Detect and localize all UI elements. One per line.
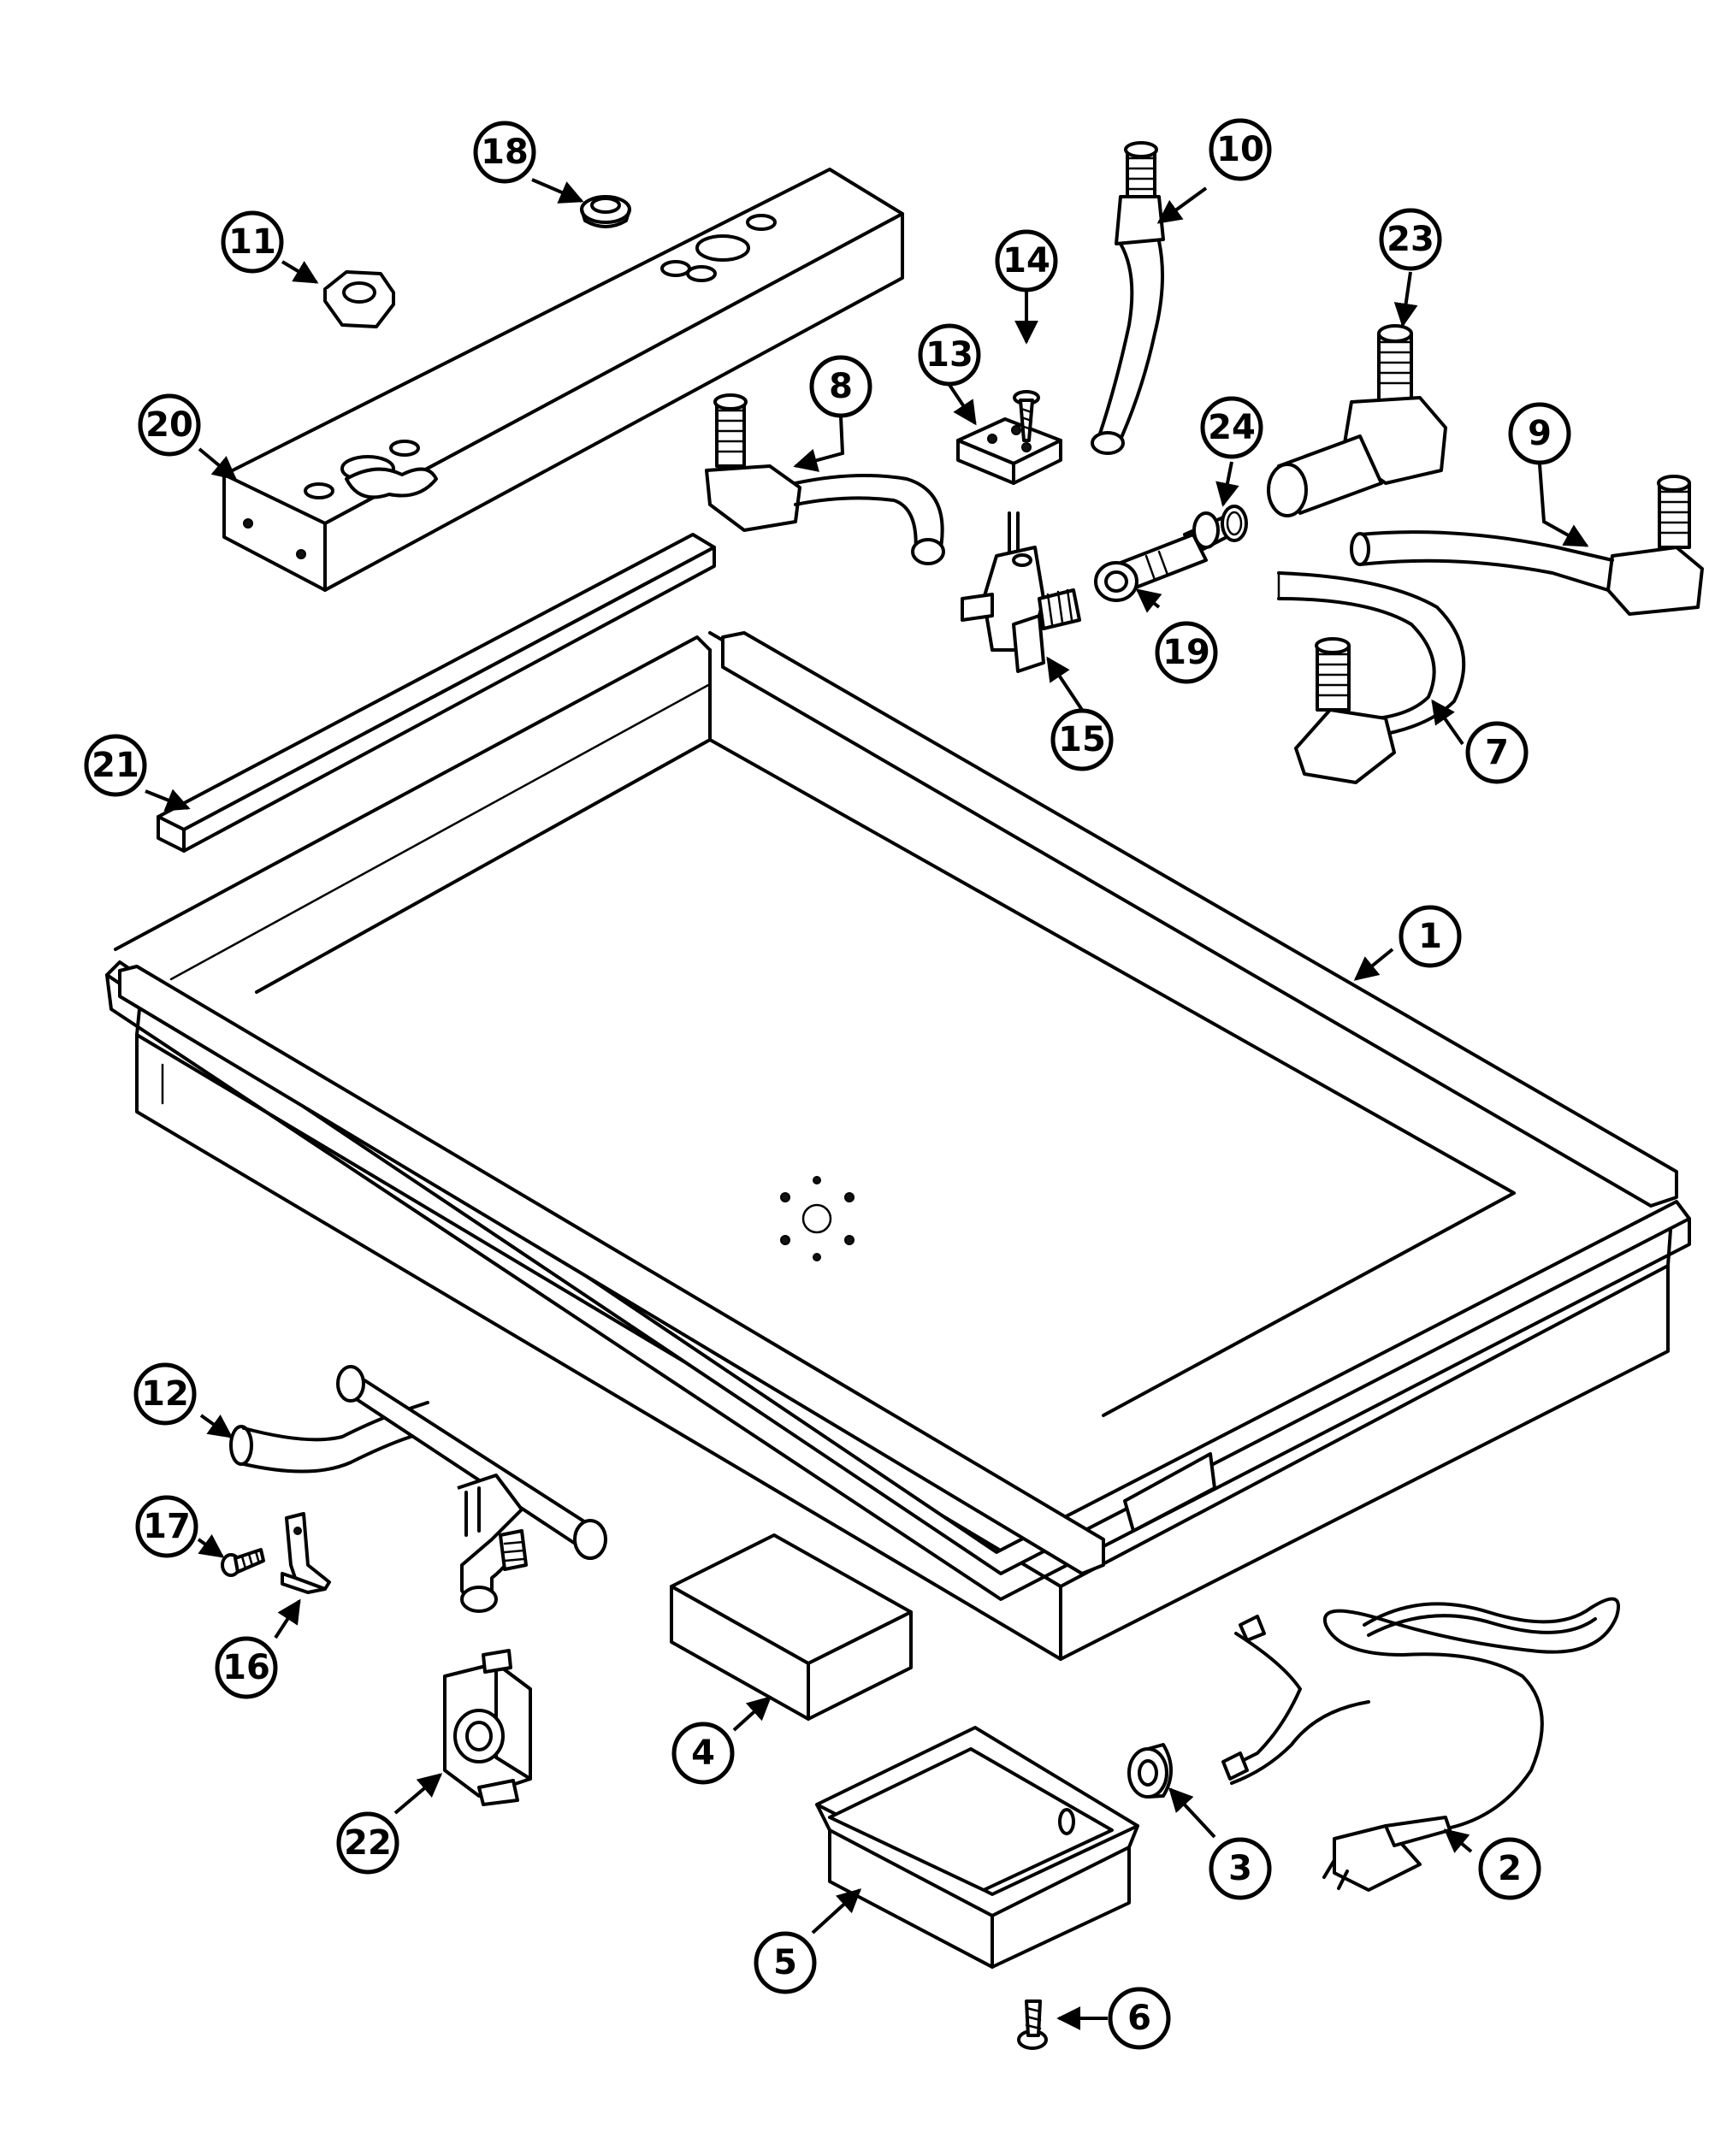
foam-block-part xyxy=(670,1533,913,1721)
strip-part xyxy=(157,533,716,853)
callout-4: 4 xyxy=(671,1722,735,1785)
hex-nut-part xyxy=(323,270,395,328)
callout-label: 9 xyxy=(1528,414,1552,453)
callout-1: 1 xyxy=(1399,905,1462,968)
elbow-tube-8-part xyxy=(705,393,945,565)
callout-7: 7 xyxy=(1465,721,1529,784)
callout-6: 6 xyxy=(1108,1987,1171,2050)
callout-17: 17 xyxy=(135,1495,198,1558)
callout-15: 15 xyxy=(1050,708,1114,771)
callout-3: 3 xyxy=(1209,1837,1272,1900)
callout-23: 23 xyxy=(1379,208,1442,271)
callout-label: 21 xyxy=(92,746,139,785)
callout-24: 24 xyxy=(1200,396,1263,459)
callout-12: 12 xyxy=(133,1362,197,1426)
callout-9: 9 xyxy=(1508,402,1571,465)
callout-label: 14 xyxy=(1002,241,1050,281)
callout-label: 22 xyxy=(344,1823,392,1863)
callout-22: 22 xyxy=(336,1811,399,1875)
tube-9-part xyxy=(1350,475,1704,616)
callout-label: 8 xyxy=(829,367,853,406)
bushing-part xyxy=(1127,1743,1173,1799)
o-ring-part xyxy=(1221,505,1248,542)
regulator-part xyxy=(443,1649,532,1806)
callout-label: 24 xyxy=(1208,408,1256,447)
callout-label: 19 xyxy=(1162,633,1210,672)
callout-21: 21 xyxy=(84,734,147,797)
callout-2: 2 xyxy=(1478,1837,1541,1900)
leader-lines xyxy=(145,178,1589,2030)
callout-13: 13 xyxy=(918,323,981,387)
callout-label: 12 xyxy=(141,1374,189,1414)
callout-label: 17 xyxy=(143,1507,191,1546)
callout-label: 13 xyxy=(926,335,973,375)
orifice-fitting-part xyxy=(1094,511,1233,602)
drip-tray-part xyxy=(815,1726,1139,1969)
screw-14-part xyxy=(1013,390,1040,442)
power-cord-part xyxy=(1221,1597,1620,1892)
callout-label: 6 xyxy=(1127,1999,1151,2038)
callout-label: 16 xyxy=(222,1648,270,1687)
tube-10-part xyxy=(1091,141,1165,455)
main-pan-part xyxy=(105,631,1691,1661)
grommet-part xyxy=(580,195,631,228)
callout-5: 5 xyxy=(754,1931,817,1994)
callout-label: 11 xyxy=(228,222,276,262)
callout-label: 1 xyxy=(1418,917,1442,956)
callout-18: 18 xyxy=(473,121,536,184)
bracket-16-part xyxy=(281,1512,331,1594)
callout-label: 2 xyxy=(1498,1849,1522,1888)
valve-part xyxy=(961,511,1081,673)
bracket-block-part xyxy=(956,417,1062,485)
callout-8: 8 xyxy=(809,355,872,418)
callout-label: 3 xyxy=(1228,1849,1252,1888)
callout-label: 15 xyxy=(1058,720,1106,759)
callout-14: 14 xyxy=(995,229,1058,292)
callout-label: 20 xyxy=(145,405,193,445)
callout-16: 16 xyxy=(215,1636,278,1699)
screw-17-part xyxy=(221,1548,265,1577)
control-bracket-part xyxy=(222,168,904,592)
callout-label: 5 xyxy=(773,1943,797,1982)
callout-19: 19 xyxy=(1155,621,1218,684)
callout-label: 18 xyxy=(481,133,529,172)
callout-label: 4 xyxy=(691,1734,715,1773)
tube-7-part xyxy=(1277,571,1466,784)
burner-manifold-part xyxy=(229,1365,607,1613)
callout-20: 20 xyxy=(138,393,201,457)
callout-11: 11 xyxy=(221,210,284,274)
callout-label: 23 xyxy=(1387,220,1434,259)
callout-label: 7 xyxy=(1485,733,1509,772)
callout-10: 10 xyxy=(1209,118,1272,181)
callout-label: 10 xyxy=(1216,130,1264,169)
screw-6-part xyxy=(1017,1999,1048,2050)
elbow-fitting-23-part xyxy=(1267,324,1447,517)
